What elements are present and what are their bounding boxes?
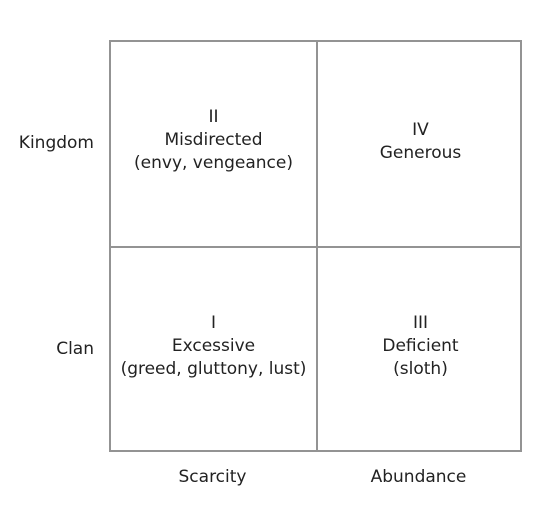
quadrant-name: Misdirected xyxy=(164,130,263,150)
quadrant-numeral: II xyxy=(208,107,219,127)
quadrant-numeral: III xyxy=(412,313,429,333)
quadrant-numeral: IV xyxy=(412,120,429,140)
row-label-kingdom: Kingdom xyxy=(18,133,94,153)
quadrant-generous: IV Generous xyxy=(318,119,523,165)
quadrant-name: Generous xyxy=(379,143,462,163)
horizontal-divider xyxy=(111,246,520,248)
quadrant-name: Excessive xyxy=(171,336,256,356)
column-label-scarcity: Scarcity xyxy=(178,467,247,487)
quadrant-misdirected: II Misdirected (envy, vengeance) xyxy=(111,106,316,175)
quadrant-deficient: III Deficient (sloth) xyxy=(318,312,523,381)
row-label-clan: Clan xyxy=(56,339,94,359)
column-label-abundance: Abundance xyxy=(370,467,467,487)
quadrant-numeral: I xyxy=(210,313,216,333)
quadrant-name: Deficient xyxy=(382,336,459,356)
quadrant-grid: II Misdirected (envy, vengeance) IV Gene… xyxy=(109,40,522,452)
quadrant-examples: (sloth) xyxy=(393,359,448,379)
quadrant-examples: (envy, vengeance) xyxy=(134,153,293,173)
quadrant-examples: (greed, gluttony, lust) xyxy=(120,359,307,379)
quadrant-excessive: I Excessive (greed, gluttony, lust) xyxy=(111,312,316,381)
